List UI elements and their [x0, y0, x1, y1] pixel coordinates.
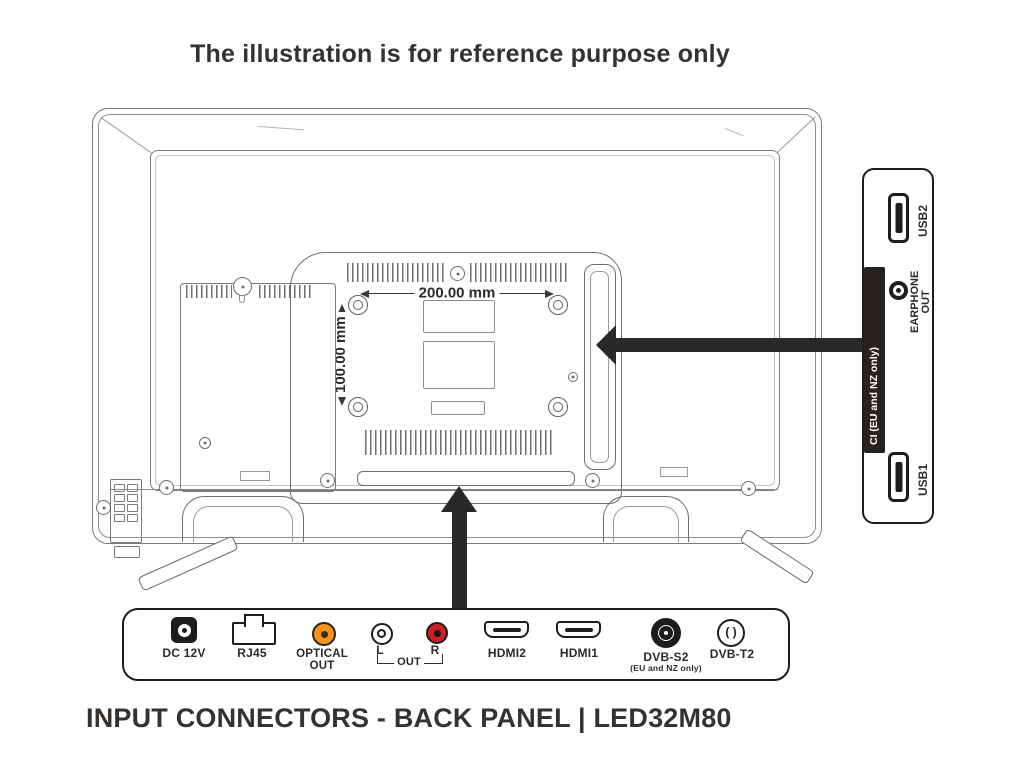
vesa-width-arrow-right: [545, 290, 554, 298]
edge-screw-left: [96, 500, 111, 515]
vesa-hole-bottom-right: [548, 397, 568, 417]
av-left-jack: [371, 623, 393, 645]
earphone-label-line2: OUT: [920, 290, 932, 314]
hdmi2-label: HDMI2: [487, 646, 527, 660]
dvbs2-note: (EU and NZ only): [630, 663, 702, 673]
hdmi2-port: [484, 621, 529, 638]
vesa-hole-bottom-left: [348, 397, 368, 417]
bottom-connector-bay: [357, 471, 575, 486]
hdmi1-label: HDMI1: [559, 646, 599, 660]
vesa-hole-top-left: [348, 295, 368, 315]
stand-arch-right-inner: [613, 506, 679, 542]
sub-panel-keyhole-tail: [239, 295, 245, 303]
side-bay-screw: [568, 372, 578, 382]
top-center-screw: [450, 266, 465, 281]
band-screw-2: [320, 473, 335, 488]
control-button: [127, 484, 138, 492]
vesa-height-arrow-up: [338, 304, 346, 313]
optical-label-line1: OPTICAL: [296, 648, 348, 660]
usb1-port: [888, 452, 909, 502]
usb2-label: USB2: [916, 204, 930, 237]
side-connector-bay-inner: [590, 271, 609, 463]
vesa-width-arrow-left: [360, 290, 369, 298]
vesa-hole-top-right: [548, 295, 568, 315]
stand-arch-left: [182, 496, 304, 542]
stand-arch-right: [603, 496, 689, 542]
optical-label-line2: OUT: [309, 660, 335, 672]
sub-panel-keyhole-screw: [233, 277, 252, 296]
band-screw-1: [159, 480, 174, 495]
control-button: [114, 504, 125, 512]
side-connector-bay: [584, 264, 616, 470]
label-sticker-1: [423, 300, 495, 333]
top-vent-strip-left: [347, 263, 447, 282]
control-button: [127, 494, 138, 502]
side-connector-panel: USB2 EARPHONE OUT CI (EU and NZ only) US…: [862, 168, 934, 524]
earphone-jack-center: [896, 288, 901, 293]
seam-clip-right: [660, 467, 688, 477]
hdmi1-port: [556, 621, 601, 638]
vesa-height-arrow-down: [338, 397, 346, 406]
av-right-jack-center: [433, 629, 441, 637]
earphone-jack: [889, 281, 908, 300]
optical-out-jack-center: [320, 630, 328, 638]
caption-text: INPUT CONNECTORS - BACK PANEL | LED32M80: [86, 703, 732, 733]
band-screw-4: [741, 481, 756, 496]
side-arrow-head: [596, 325, 616, 365]
control-cluster-tab: [114, 546, 140, 558]
ci-slot: [864, 267, 885, 453]
control-button: [127, 504, 138, 512]
label-sticker-2: [423, 341, 495, 389]
left-sub-panel: [180, 283, 336, 492]
sub-panel-screw: [199, 437, 211, 449]
bottom-vent-strip: [365, 430, 555, 455]
control-button: [114, 514, 125, 522]
control-button-cluster: [110, 479, 142, 543]
usb2-port: [888, 193, 909, 243]
label-sticker-3: [431, 401, 485, 415]
dvbt2-jack: ( ): [717, 619, 745, 647]
dvbs2-jack: [651, 618, 681, 648]
stand-arch-left-inner: [193, 506, 293, 542]
av-right-label: R: [430, 643, 440, 657]
rj45-port-tab: [244, 614, 264, 627]
side-arrow-shaft: [614, 338, 864, 352]
bottom-arrow-shaft: [452, 511, 467, 610]
vesa-width-label: 200.00 mm: [414, 284, 500, 302]
control-button: [114, 494, 125, 502]
dvbs2-jack-center: [664, 631, 668, 635]
av-right-jack: [426, 622, 448, 644]
earphone-label: EARPHONE OUT: [909, 271, 932, 333]
sub-panel-vents-left: [186, 285, 232, 298]
dc-jack: [171, 617, 197, 643]
rj45-label: RJ45: [237, 646, 267, 660]
seam-clip-left: [240, 471, 270, 481]
top-vent-strip-right: [470, 263, 568, 282]
dc-label: DC 12V: [162, 646, 206, 660]
disclaimer-text: The illustration is for reference purpos…: [190, 40, 730, 68]
control-button: [127, 514, 138, 522]
dvbs2-label: DVB-S2: [643, 650, 689, 664]
dc-jack-pin: [181, 627, 187, 633]
dvbt2-jack-glyph: ( ): [725, 625, 737, 639]
dvbt2-label: DVB-T2: [709, 647, 755, 661]
usb1-label: USB1: [916, 463, 930, 496]
sub-panel-vents-right: [259, 285, 311, 298]
optical-out-jack: [312, 622, 336, 646]
av-left-jack-ring: [377, 629, 386, 638]
dvbs2-jack-ring: [658, 625, 674, 641]
bottom-arrow-head: [441, 486, 477, 512]
bottom-connector-panel: DC 12V RJ45 OPTICAL OUT L R OUT HDMI2 HD…: [122, 608, 790, 681]
av-out-label: OUT: [394, 656, 424, 668]
band-screw-3: [585, 473, 600, 488]
control-button: [114, 484, 125, 492]
ci-label: CI (EU and NZ only): [868, 347, 880, 445]
av-left-label: L: [376, 643, 384, 657]
